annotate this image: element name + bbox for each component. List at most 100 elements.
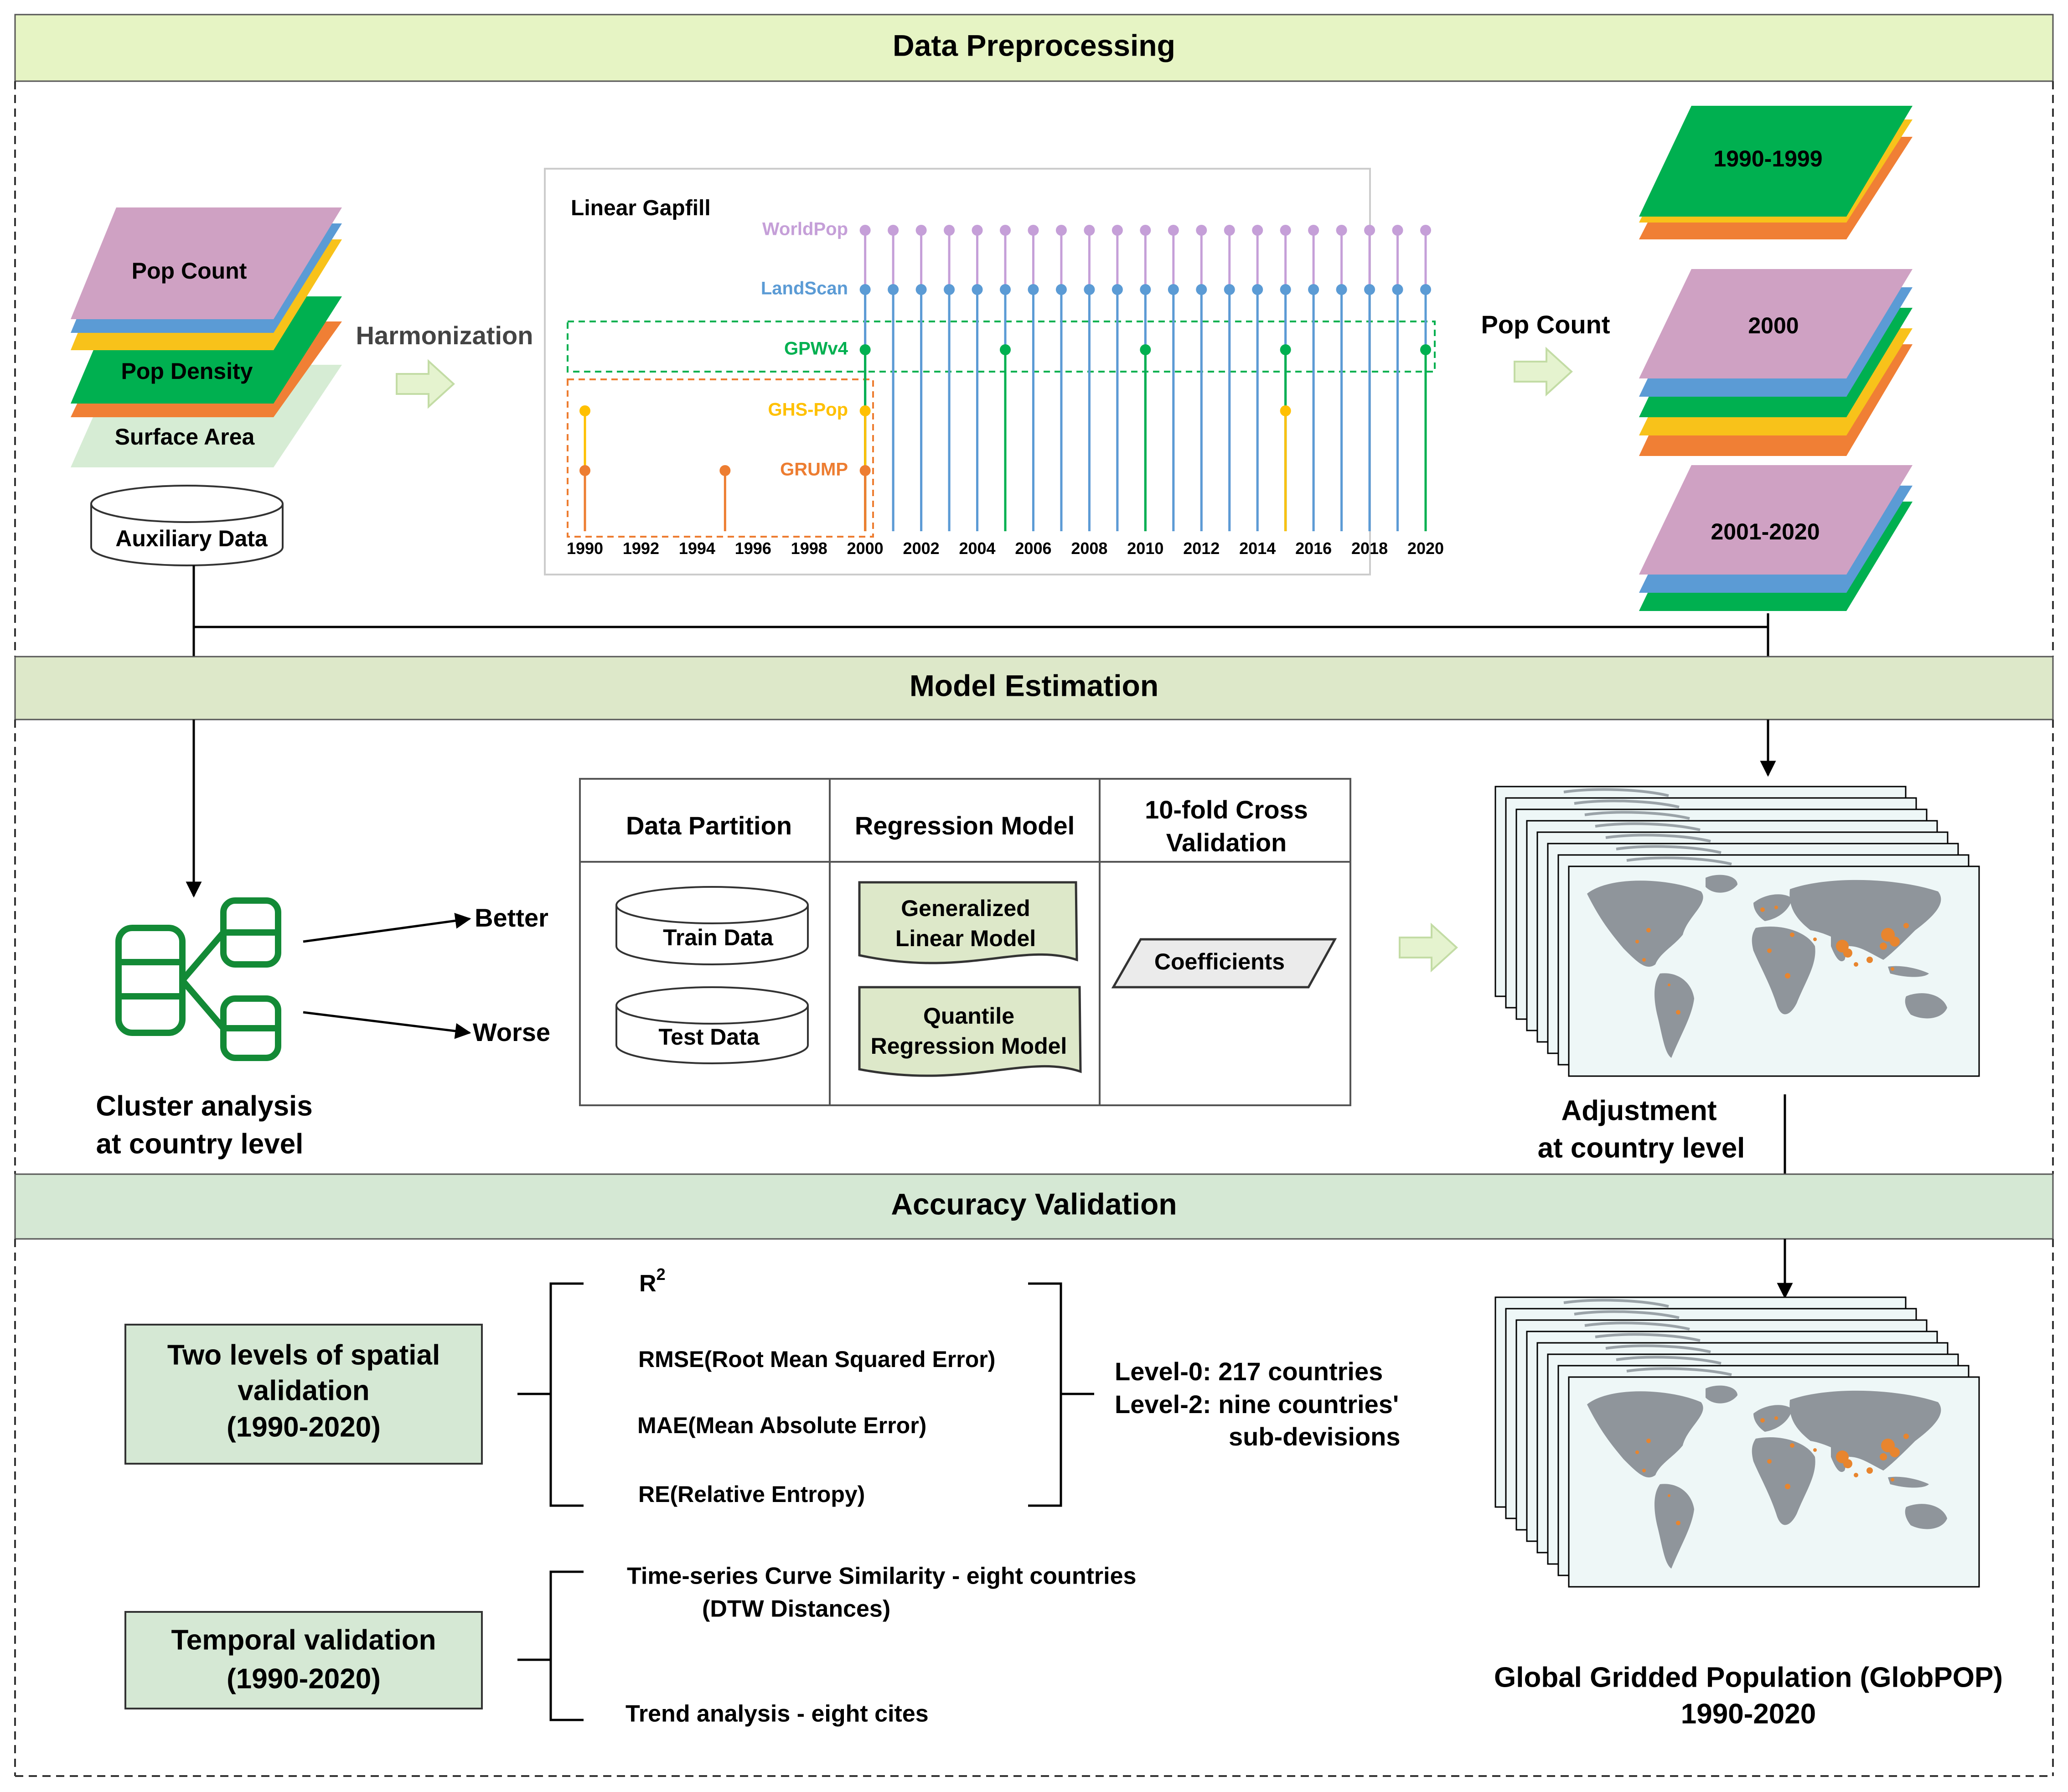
year-tick-2000: 2000: [847, 539, 884, 558]
globpop-label-line2: 1990-2020: [1681, 1698, 1816, 1730]
year-tick-2018: 2018: [1351, 539, 1388, 558]
marker-worldpop-2001: [888, 225, 899, 236]
marker-landscan-2003: [944, 284, 955, 295]
globpop-map-front: [1568, 1376, 1980, 1588]
temporal-validation-box: [124, 1611, 483, 1709]
marker-worldpop-2007: [1055, 225, 1067, 236]
qrm-label-line1: Quantile: [923, 1003, 1014, 1029]
harmonization-label: Harmonization: [356, 321, 533, 350]
year-tick-2002: 2002: [903, 539, 940, 558]
marker-landscan-2008: [1084, 284, 1095, 295]
dataset-label-grump: GRUMP: [780, 460, 848, 480]
spatial-validation-line1: Two levels of spatial: [167, 1339, 440, 1371]
temporal-validation-line2: (1990-2020): [227, 1663, 381, 1694]
marker-ghspop-2015: [1280, 405, 1291, 416]
year-tick-2006: 2006: [1015, 539, 1051, 558]
adjustment-map-sheet-edge: [1584, 811, 1690, 820]
marker-gpwv4-2020: [1420, 344, 1431, 355]
marker-grump-1990: [579, 465, 590, 476]
marker-worldpop-2018: [1364, 225, 1375, 236]
adjustment-label-line2: at country level: [1538, 1132, 1745, 1164]
time-series-label-line1: Time-series Curve Similarity - eight cou…: [627, 1563, 1136, 1590]
marker-worldpop-2020: [1420, 225, 1431, 236]
globpop-map-sheet-edge: [1626, 1367, 1732, 1376]
year-tick-2010: 2010: [1127, 539, 1163, 558]
marker-ghspop-2000: [859, 405, 871, 416]
table-header-data-partition: Data Partition: [626, 811, 792, 840]
auxiliary-data-cylinder: [90, 485, 284, 566]
marker-worldpop-2002: [915, 225, 927, 236]
year-tick-1998: 1998: [791, 539, 827, 558]
marker-grump-1995: [719, 465, 731, 476]
adjustment-map-front: [1568, 865, 1980, 1077]
metric-r2: R2: [639, 1265, 666, 1297]
dataset-label-worldpop: WorldPop: [762, 219, 848, 239]
adjustment-map-sheet-edge: [1616, 845, 1722, 854]
temporal-validation-line1: Temporal validation: [171, 1624, 436, 1656]
marker-worldpop-2010: [1140, 225, 1151, 236]
globpop-map-sheet-edge: [1584, 1321, 1690, 1331]
coefficients-shape: [1111, 938, 1337, 989]
marker-landscan-2013: [1224, 284, 1235, 295]
worse-label: Worse: [473, 1018, 550, 1046]
year-tick-1994: 1994: [679, 539, 715, 558]
marker-landscan-2010: [1140, 284, 1151, 295]
output-stack-1990-1999: [1639, 106, 1913, 239]
cluster-analysis-label-line2: at country level: [96, 1128, 304, 1160]
output-stack-label-2000: 2000: [1748, 313, 1799, 338]
marker-landscan-2015: [1280, 284, 1291, 295]
adjustment-map-sheet-edge: [1605, 834, 1711, 843]
globpop-map-sheet-edge: [1595, 1333, 1701, 1342]
marker-gpwv4-2010: [1140, 344, 1151, 355]
marker-worldpop-2004: [972, 225, 983, 236]
marker-worldpop-2014: [1252, 225, 1263, 236]
gpw-highlight-box: [567, 321, 1436, 373]
output-stack-2000: [1639, 269, 1913, 456]
gapfill-title: Linear Gapfill: [571, 196, 711, 220]
marker-worldpop-2016: [1308, 225, 1319, 236]
year-tick-2016: 2016: [1295, 539, 1332, 558]
dataset-label-landscan: LandScan: [761, 279, 848, 299]
marker-worldpop-2005: [1000, 225, 1011, 236]
output-stack-2001-2020: [1639, 465, 1913, 611]
marker-landscan-2020: [1420, 284, 1431, 295]
table-header-cv-line1: 10-fold Cross: [1145, 795, 1308, 824]
pop-count-label: Pop Count: [132, 258, 247, 284]
output-stack-label-1990-1999: 1990-1999: [1713, 146, 1822, 171]
adjustment-map-stack: [1494, 786, 1980, 1077]
marker-landscan-2019: [1392, 284, 1403, 295]
marker-ghspop-1990: [579, 405, 590, 416]
marker-landscan-2000: [859, 284, 871, 295]
train-data-label: Train Data: [663, 925, 774, 950]
globpop-map-stack: [1494, 1296, 1980, 1588]
metric-r2-letter: R: [639, 1270, 657, 1297]
globpop-map-sheet-edge: [1605, 1344, 1711, 1353]
level2-label-line1: Level-2: nine countries': [1115, 1390, 1399, 1419]
adjustment-map-sheet-edge: [1595, 822, 1701, 831]
marker-worldpop-2006: [1028, 225, 1039, 236]
spatial-validation-line2: validation: [238, 1375, 369, 1406]
better-label: Better: [475, 903, 548, 932]
marker-worldpop-2012: [1196, 225, 1207, 236]
time-series-label-line2: (DTW Distances): [702, 1596, 890, 1622]
qrm-label-line2: Regression Model: [871, 1033, 1067, 1059]
marker-landscan-2011: [1168, 284, 1179, 295]
section-header-validation: [14, 1173, 2054, 1240]
dataset-label-gpwv4: GPWv4: [784, 339, 848, 359]
pop-density-label: Pop Density: [121, 358, 253, 384]
globpop-map-sheet-edge: [1563, 1299, 1669, 1308]
dataset-label-ghspop: GHS-Pop: [768, 400, 848, 420]
globpop-map-sheet-edge: [1574, 1310, 1680, 1319]
marker-landscan-2004: [972, 284, 983, 295]
year-tick-1992: 1992: [623, 539, 659, 558]
test-data-cylinder: [615, 986, 809, 1064]
year-tick-2014: 2014: [1239, 539, 1276, 558]
marker-worldpop-2017: [1336, 225, 1347, 236]
output-arrow: [1514, 348, 1572, 395]
trend-analysis-label: Trend analysis - eight cites: [626, 1701, 929, 1727]
marker-landscan-2005: [1000, 284, 1011, 295]
marker-landscan-2001: [888, 284, 899, 295]
early-years-highlight-box: [567, 378, 874, 538]
